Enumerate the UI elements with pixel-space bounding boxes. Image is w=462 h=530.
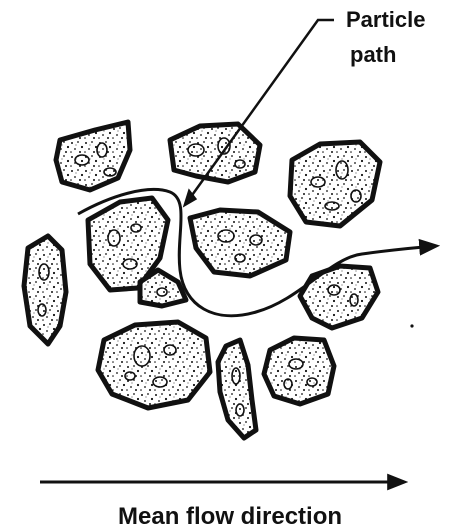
particle	[218, 340, 256, 438]
particle	[300, 266, 378, 328]
particle-path-label-line2: path	[350, 42, 396, 67]
particle	[190, 210, 290, 276]
particle	[98, 322, 210, 408]
particle	[290, 142, 380, 226]
particle	[56, 122, 130, 190]
mean-flow-label: Mean flow direction	[118, 503, 342, 530]
particle	[170, 124, 260, 182]
particle-path-label-line1: Particle	[346, 7, 426, 32]
particles-group	[24, 122, 380, 438]
particle	[24, 236, 66, 344]
stray-mark	[410, 324, 413, 327]
particle	[264, 338, 334, 404]
